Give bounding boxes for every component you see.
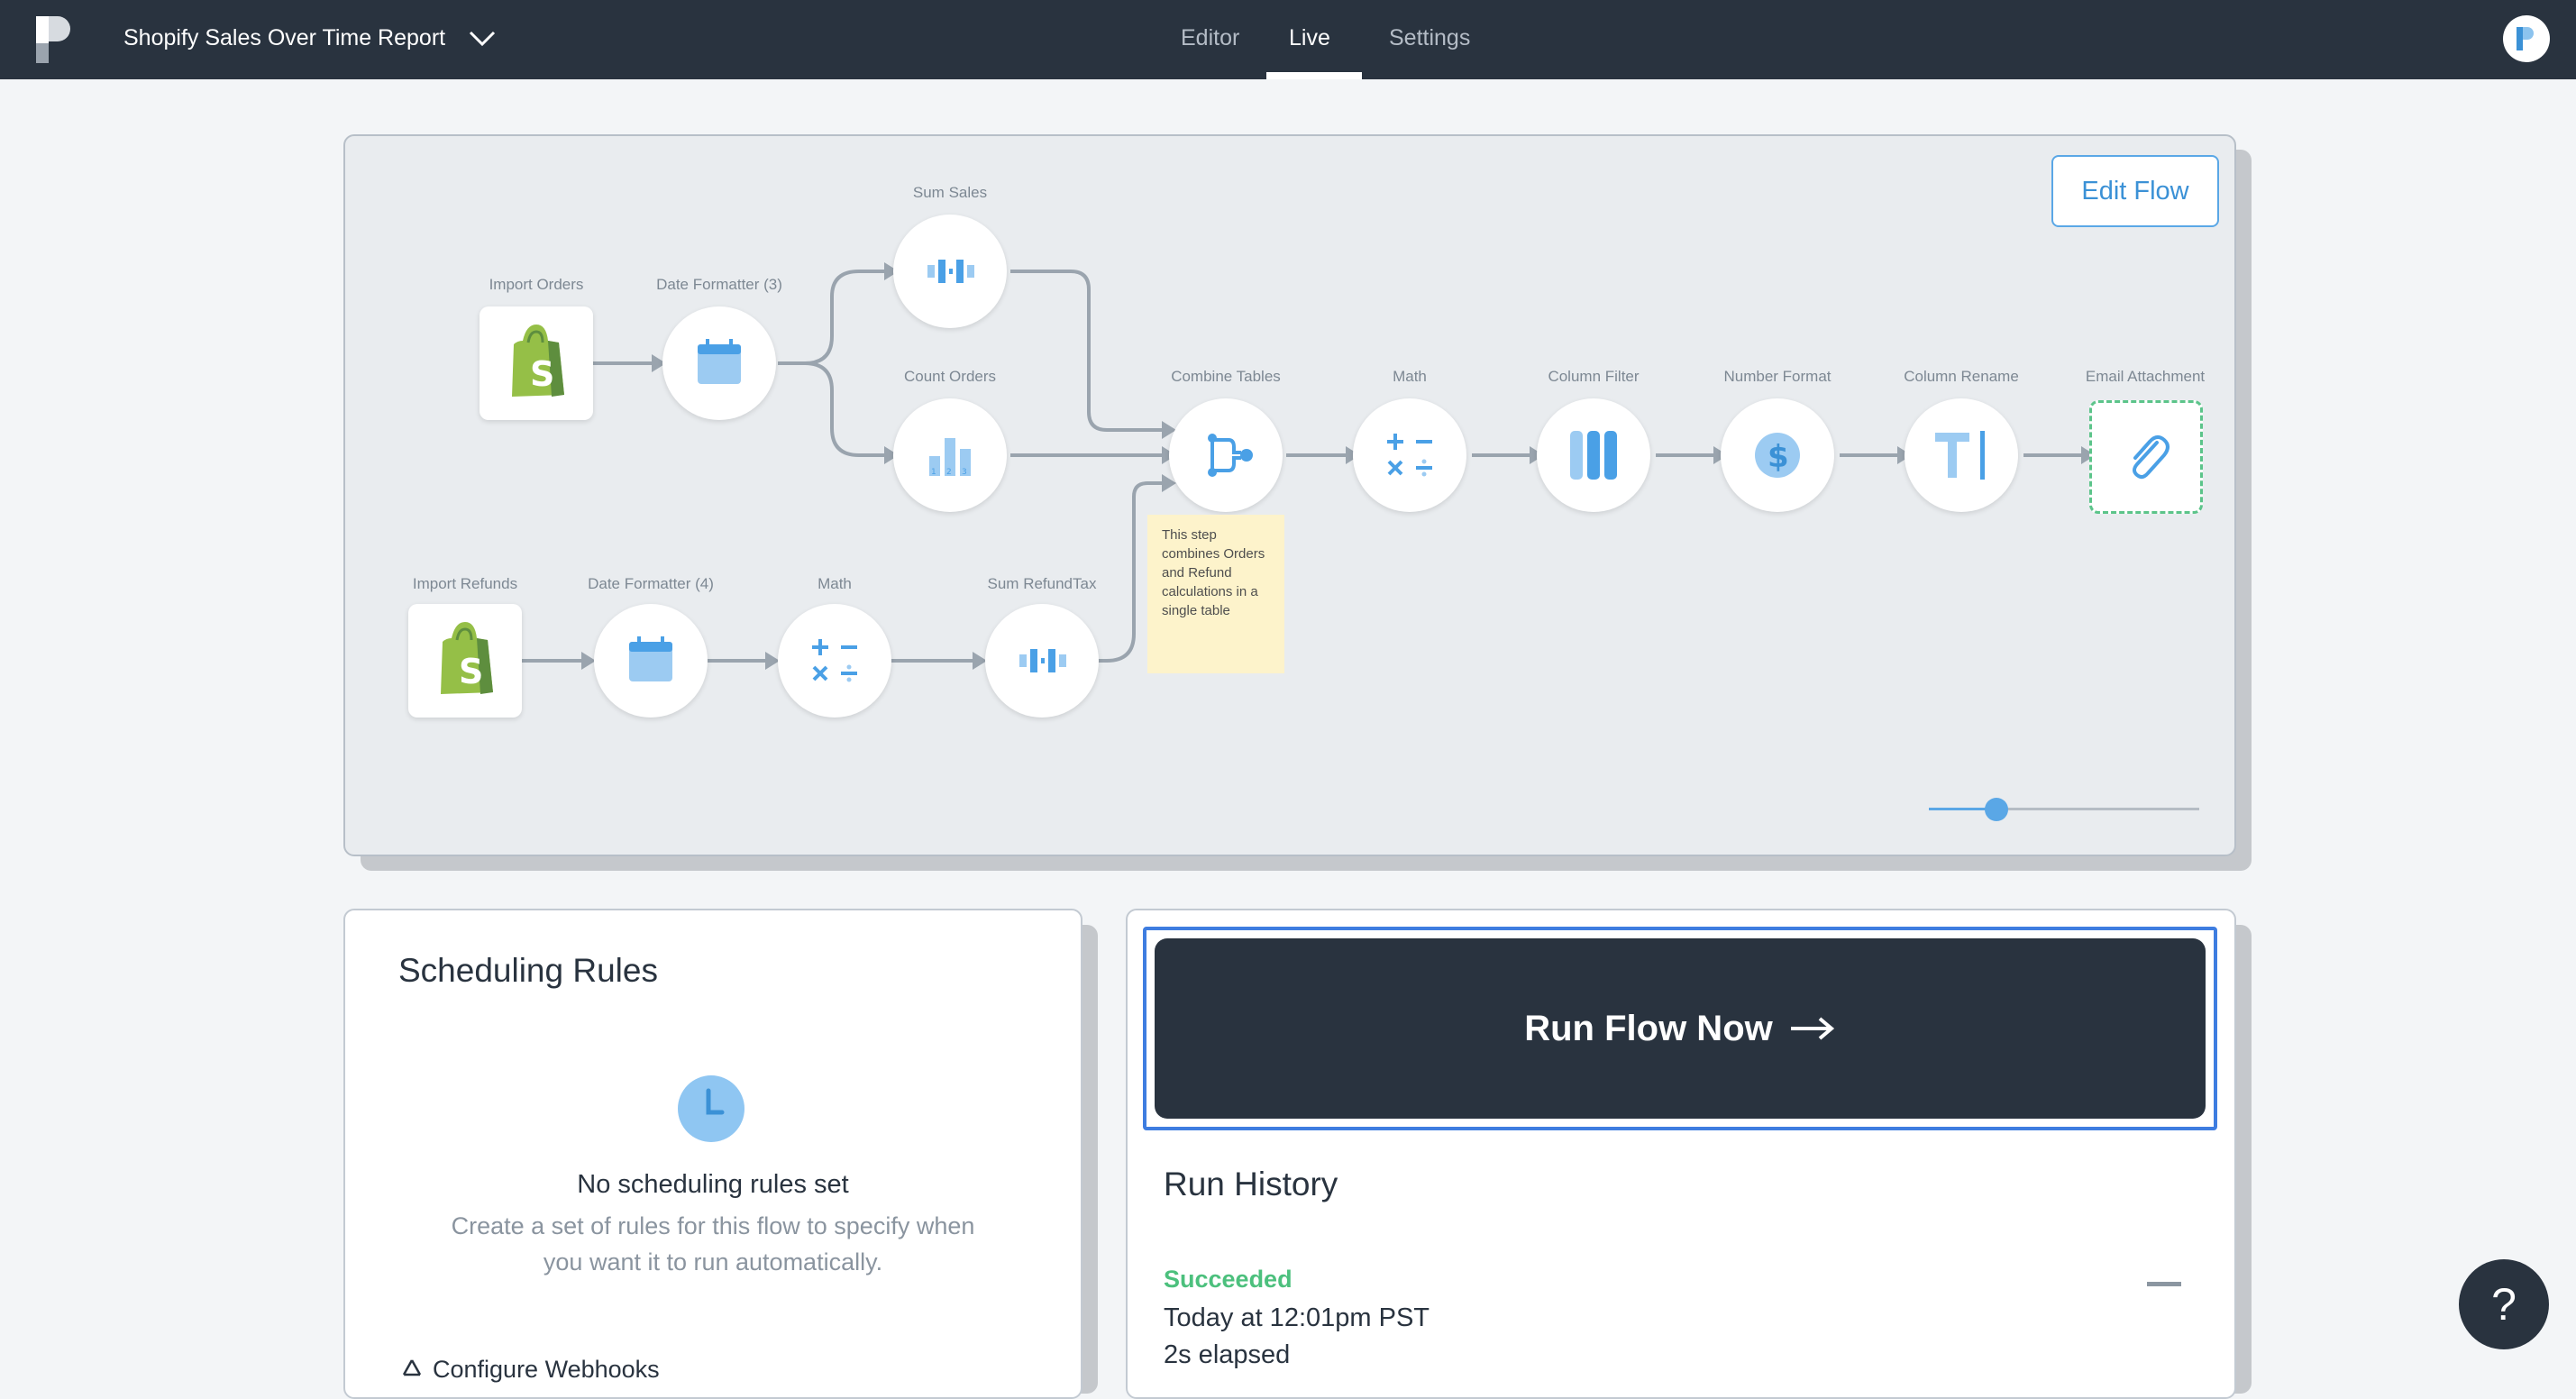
parabola-avatar-icon (2517, 27, 2534, 50)
node-label-column-filter: Column Filter (1548, 368, 1640, 385)
text-rename-icon (1935, 431, 1985, 480)
no-rules-description: Create a set of rules for this flow to s… (451, 1212, 975, 1276)
arrow-right-icon (1790, 1017, 1834, 1040)
zoom-slider-fill (1929, 808, 1996, 810)
run-elapsed: 2s elapsed (1164, 1340, 1291, 1369)
node-label-sum-refundtax: Sum RefundTax (987, 575, 1097, 592)
node-column-filter[interactable] (1537, 398, 1650, 512)
user-avatar[interactable] (2503, 15, 2550, 62)
sum-bars-icon (1019, 649, 1066, 672)
svg-text:$: $ (1768, 439, 1789, 475)
calendar-icon (698, 339, 741, 384)
svg-text:S: S (530, 354, 554, 394)
chevron-down-icon[interactable] (467, 25, 498, 50)
configure-webhooks-label: Configure Webhooks (433, 1356, 660, 1383)
top-bar: Shopify Sales Over Time Report Editor Li… (0, 0, 2576, 79)
combine-icon (1208, 434, 1253, 477)
run-status-badge: Succeeded (1164, 1266, 1293, 1293)
node-label-sum-sales: Sum Sales (912, 184, 988, 201)
node-label-date-formatter-4: Date Formatter (4) (588, 575, 714, 592)
parabola-logo-icon[interactable] (36, 16, 76, 63)
node-label-math-refunds: Math (818, 575, 852, 592)
tab-live[interactable]: Live (1289, 25, 1330, 50)
edit-flow-button[interactable]: Edit Flow (2051, 155, 2219, 227)
run-flow-now-button[interactable]: Run Flow Now (1155, 938, 2206, 1119)
node-label-import-orders: Import Orders (489, 276, 584, 293)
count-bars-icon: 1 2 3 (929, 438, 971, 477)
node-label-import-refunds: Import Refunds (412, 575, 518, 592)
zoom-slider-handle[interactable] (1985, 798, 2008, 821)
node-sum-sales[interactable] (893, 215, 1007, 328)
run-button-focus-ring (1143, 927, 2217, 1130)
node-label-date-formatter-3: Date Formatter (3) (656, 276, 782, 293)
paperclip-icon (2133, 435, 2170, 480)
node-label-email-attachment: Email Attachment (2085, 368, 2206, 385)
svg-text:1: 1 (931, 468, 936, 477)
flow-canvas[interactable]: Edit Flow Import Orders Date Formatter (… (343, 134, 2236, 856)
dollar-icon: $ (1755, 433, 1800, 478)
webhook-icon (402, 1358, 422, 1376)
scheduling-rules-title: Scheduling Rules (398, 952, 658, 989)
node-email-attachment[interactable] (2089, 400, 2203, 514)
node-count-orders[interactable]: 1 2 3 (893, 398, 1007, 512)
run-flow-now-label: Run Flow Now (1524, 1008, 1773, 1048)
shopify-bag-icon: S (441, 622, 493, 694)
svg-text:2: 2 (946, 468, 952, 477)
tab-settings[interactable]: Settings (1389, 25, 1471, 50)
clock-icon (678, 1075, 744, 1142)
node-label-count-orders: Count Orders (903, 368, 997, 385)
node-number-format[interactable]: $ (1721, 398, 1834, 512)
node-import-orders[interactable]: S (480, 306, 593, 420)
run-timestamp: Today at 12:01pm PST (1164, 1303, 1430, 1332)
tab-editor[interactable]: Editor (1181, 25, 1240, 50)
help-button[interactable]: ? (2459, 1259, 2549, 1349)
configure-webhooks-link[interactable]: Configure Webhooks (398, 1356, 660, 1384)
no-rules-heading: No scheduling rules set (577, 1170, 849, 1199)
sum-bars-icon (927, 260, 974, 283)
run-card: Run Flow Now Run History Succeeded Today… (1126, 909, 2236, 1399)
sticky-note[interactable]: This step combines Orders and Refund cal… (1147, 515, 1284, 673)
node-date-formatter-4[interactable] (594, 604, 708, 718)
node-label-math: Math (1393, 368, 1427, 385)
collapse-run-icon[interactable] (2147, 1282, 2181, 1286)
node-combine-tables[interactable] (1169, 398, 1283, 512)
node-sum-refundtax[interactable] (985, 604, 1099, 718)
math-operators-icon (812, 639, 857, 682)
shopify-bag-icon: S (512, 325, 564, 397)
node-math-refunds[interactable] (778, 604, 891, 718)
node-column-rename[interactable] (1905, 398, 2018, 512)
run-history-title: Run History (1164, 1166, 1338, 1202)
node-date-formatter-3[interactable] (662, 306, 776, 420)
columns-icon (1570, 431, 1617, 480)
calendar-icon (629, 636, 672, 681)
active-tab-indicator (1266, 72, 1362, 79)
zoom-slider-track[interactable] (1929, 808, 2199, 810)
report-title[interactable]: Shopify Sales Over Time Report (123, 25, 446, 50)
svg-text:S: S (459, 652, 483, 691)
node-label-column-rename: Column Rename (1904, 368, 2019, 385)
math-operators-icon (1387, 434, 1432, 477)
node-label-combine-tables: Combine Tables (1171, 368, 1281, 385)
node-math[interactable] (1353, 398, 1466, 512)
scheduling-rules-card: Scheduling Rules No scheduling rules set… (343, 909, 1082, 1399)
node-label-number-format: Number Format (1723, 368, 1832, 385)
node-import-refunds[interactable]: S (408, 604, 522, 718)
svg-text:3: 3 (962, 468, 967, 477)
